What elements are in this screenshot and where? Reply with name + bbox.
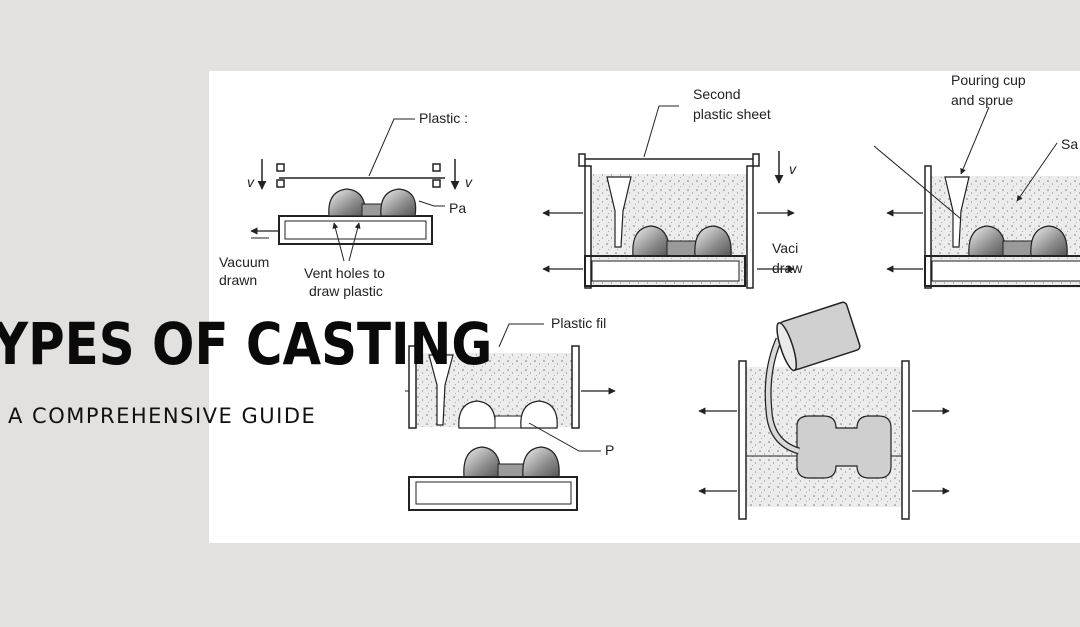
pattern-dome (1030, 225, 1068, 257)
leader-arrow-icon (960, 106, 990, 175)
second-sheet-label-line2: plastic sheet (693, 106, 771, 122)
mold-cavity (520, 400, 558, 429)
second-sheet-label-line1: Second (693, 86, 740, 102)
vacuum-chamber (415, 481, 572, 505)
flask-wall (746, 165, 754, 289)
pouring-cup-label-line1: Pouring cup (951, 72, 1026, 88)
sprue (606, 176, 632, 248)
clamp-icon (752, 153, 760, 167)
clamp-icon (276, 179, 285, 188)
plastic-label: Plastic : (419, 110, 468, 126)
velocity-label: v (789, 161, 797, 177)
sprue (944, 176, 970, 248)
pattern-label: Pa (449, 200, 466, 216)
leader-line (498, 323, 544, 348)
ladle-icon (776, 301, 861, 372)
casting-shape (796, 415, 892, 479)
leader-line (418, 200, 445, 207)
plastic-film-label: Plastic fil (551, 315, 606, 331)
diagram-panel: Plastic : Pa Vacuum drawn Vent holes to … (209, 71, 1080, 543)
vacuum-label-line1: Vacuum (219, 254, 269, 270)
vacuum-chamber (284, 220, 427, 240)
pattern-dome (328, 188, 366, 217)
step2-group: Second plastic sheet Vaci draw v (542, 86, 803, 289)
velocity-label: v (465, 174, 473, 190)
molten-metal-stream-fill (765, 338, 800, 454)
vent-arrow-icon (348, 222, 361, 262)
vacuum-label-line2: draw (772, 260, 803, 276)
vent-arrow-icon (332, 222, 345, 262)
flask-wall (924, 165, 932, 289)
pouring-cup-label-line2: and sprue (951, 92, 1013, 108)
pattern-plate (924, 255, 1080, 287)
pattern-dome (380, 188, 417, 217)
leader-line (643, 105, 679, 158)
flask-wall (571, 345, 580, 429)
clamp-icon (276, 163, 285, 172)
pattern-bar (361, 203, 383, 217)
vent-label-line1: Vent holes to (304, 265, 385, 281)
page-subtitle: A COMPREHENSIVE GUIDE (8, 404, 317, 428)
pattern-bar (497, 463, 527, 478)
page-title: YPES OF CASTING (0, 310, 493, 378)
velocity-label: v (247, 174, 255, 190)
step4-group: Plastic fil P (405, 315, 616, 511)
flask-wall (738, 360, 747, 520)
pattern-dome (463, 446, 501, 478)
flask-wall (408, 345, 417, 429)
vacuum-label-line2: drawn (219, 272, 257, 288)
sand-label: Sa (1061, 136, 1078, 152)
flask-wall (901, 360, 910, 520)
vacuum-chamber (931, 260, 1080, 282)
flask-wall (584, 165, 592, 289)
clamp-icon (432, 163, 441, 172)
pattern-bar (1002, 240, 1036, 257)
pattern-plate (408, 476, 578, 511)
clamp-icon (578, 153, 586, 167)
leader-arrow-icon (1016, 142, 1058, 202)
pattern-plate (584, 255, 746, 287)
vacuum-chamber (591, 260, 740, 282)
pattern-dome (522, 446, 560, 478)
clamp-icon (432, 179, 441, 188)
step5-group (698, 301, 950, 520)
step1-group: Plastic : Pa Vacuum drawn Vent holes to … (219, 110, 473, 299)
vacuum-label-line1: Vaci (772, 240, 798, 256)
pattern-label: P (605, 442, 614, 458)
pattern-dome (694, 225, 732, 257)
sprue (428, 354, 454, 426)
step3-group: Pouring cup and sprue Sa (873, 72, 1080, 289)
leader-line (368, 118, 415, 177)
vent-label-line2: draw plastic (309, 283, 383, 299)
leader-line (873, 145, 962, 220)
casting-process-diagram: Plastic : Pa Vacuum drawn Vent holes to … (219, 72, 1080, 520)
leader-line (528, 422, 601, 452)
